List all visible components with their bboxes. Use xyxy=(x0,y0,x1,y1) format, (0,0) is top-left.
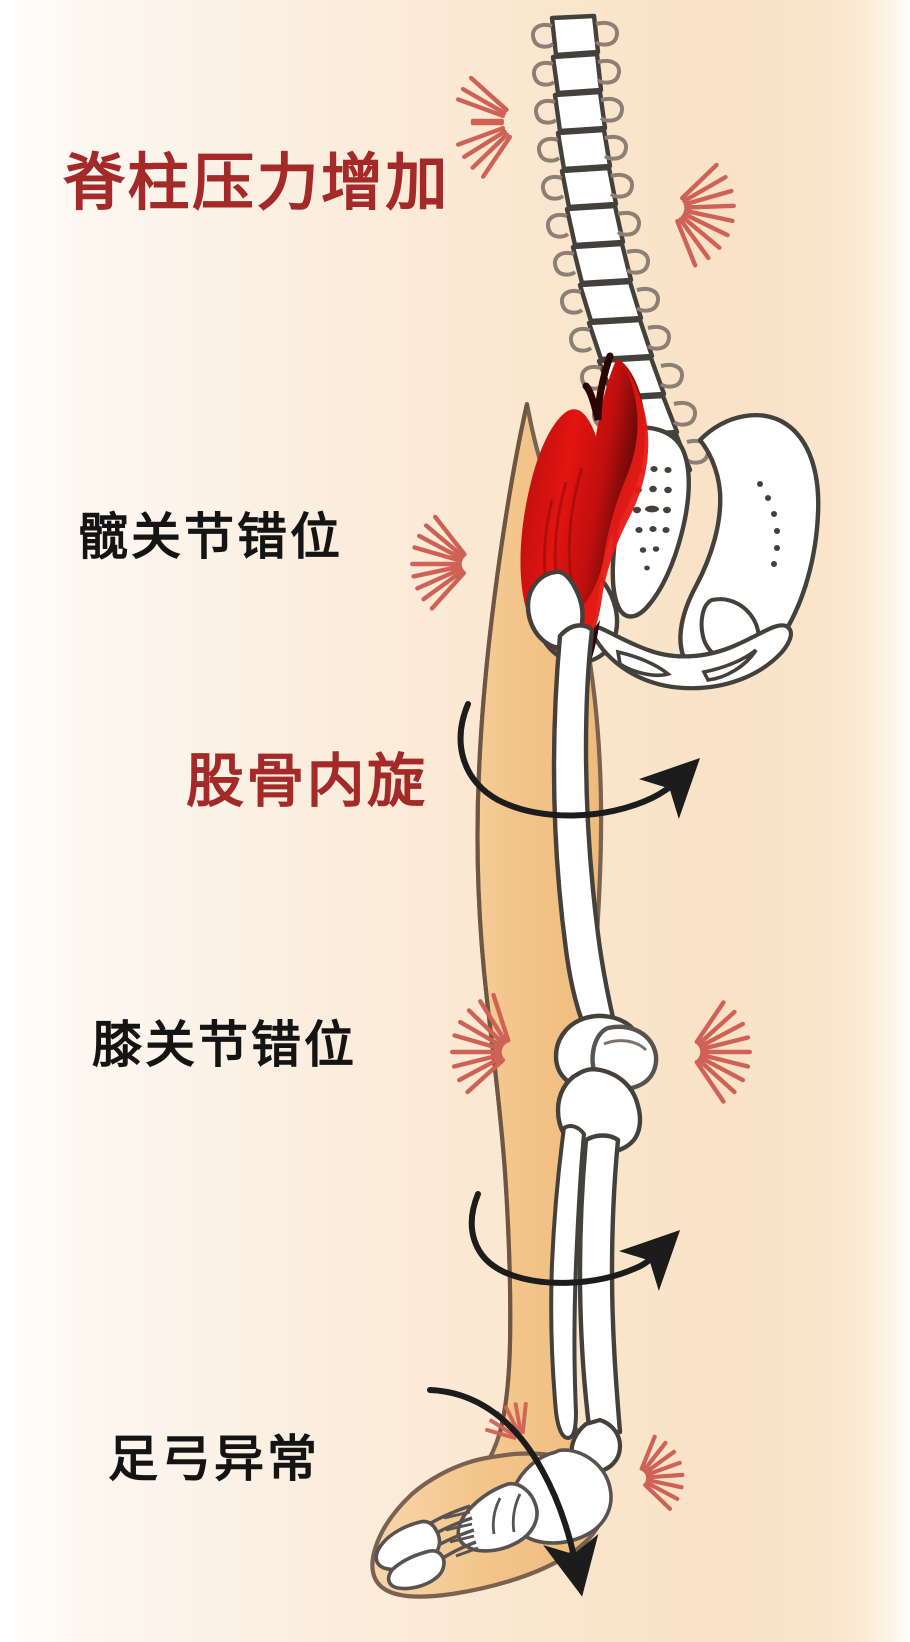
rotation-arrow-shank xyxy=(468,1191,681,1292)
pain-burst-spine-left xyxy=(455,74,513,180)
rotation-arrow-thigh xyxy=(457,701,701,820)
iliac-dotted-line xyxy=(757,481,780,567)
pain-burst-hip xyxy=(410,513,468,612)
label-femoral-internal-rotation: 股骨内旋 xyxy=(186,747,428,815)
label-hip-misalignment: 髋关节错位 xyxy=(78,508,343,566)
pain-burst-spine-right xyxy=(674,161,737,269)
label-knee-misalignment: 膝关节错位 xyxy=(92,1016,357,1074)
arch-collapse-arrow xyxy=(427,1387,599,1597)
pain-burst-ankle-right xyxy=(639,1434,685,1512)
pain-burst-knee-right xyxy=(693,999,752,1105)
label-arch-abnormality: 足弓异常 xyxy=(108,1430,320,1488)
label-spine-pressure: 脊柱压力增加 xyxy=(63,146,450,219)
